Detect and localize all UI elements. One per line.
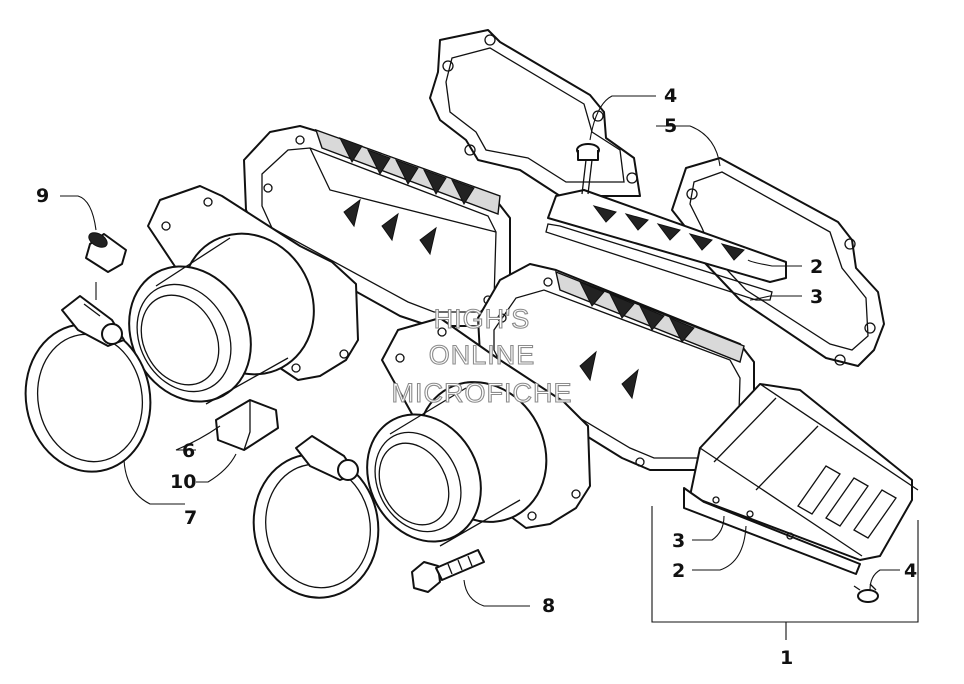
callout-2-lower: 2 xyxy=(672,560,685,582)
watermark-line-2: ONLINE xyxy=(429,340,536,370)
intake-flange-lower xyxy=(366,317,591,547)
intake-flange-upper xyxy=(128,185,359,405)
hose-clamp-lower xyxy=(252,435,380,599)
watermark-line-1: HIGH'S xyxy=(434,304,531,334)
sleeve-part xyxy=(85,232,127,273)
watermark-line-3: MICROFICHE xyxy=(392,378,573,408)
callout-3-lower: 3 xyxy=(672,530,685,552)
reed-plate-lower xyxy=(683,383,919,575)
callout-6: 6 xyxy=(182,440,195,462)
callout-1: 1 xyxy=(780,647,793,669)
callout-5: 5 xyxy=(664,115,677,137)
callout-7: 7 xyxy=(184,507,197,529)
leader-lines xyxy=(60,95,919,640)
hose-clamp-upper xyxy=(24,295,152,473)
reed-petals-lower xyxy=(578,281,695,343)
reed-slots xyxy=(797,465,897,539)
callout-2-upper: 2 xyxy=(810,256,823,278)
reed-cage-lower xyxy=(477,263,755,471)
watermark: HIGH'S ONLINE MICROFICHE xyxy=(391,303,573,408)
clip-part xyxy=(215,399,279,451)
screw-upper xyxy=(576,143,600,195)
screw-lower xyxy=(853,583,879,603)
bolt-part xyxy=(411,549,485,593)
gasket-upper xyxy=(429,29,641,197)
callouts: 9 6 10 7 8 4 5 2 3 3 2 4 1 xyxy=(36,85,917,669)
callout-9: 9 xyxy=(36,185,49,207)
callout-4-upper: 4 xyxy=(664,85,677,107)
reed-petals-upper xyxy=(338,137,475,206)
callout-4-lower: 4 xyxy=(904,560,917,582)
callout-8: 8 xyxy=(542,595,555,617)
callout-10: 10 xyxy=(170,471,196,493)
reed-strip-upper xyxy=(545,189,787,301)
callout-3-upper: 3 xyxy=(810,286,823,308)
